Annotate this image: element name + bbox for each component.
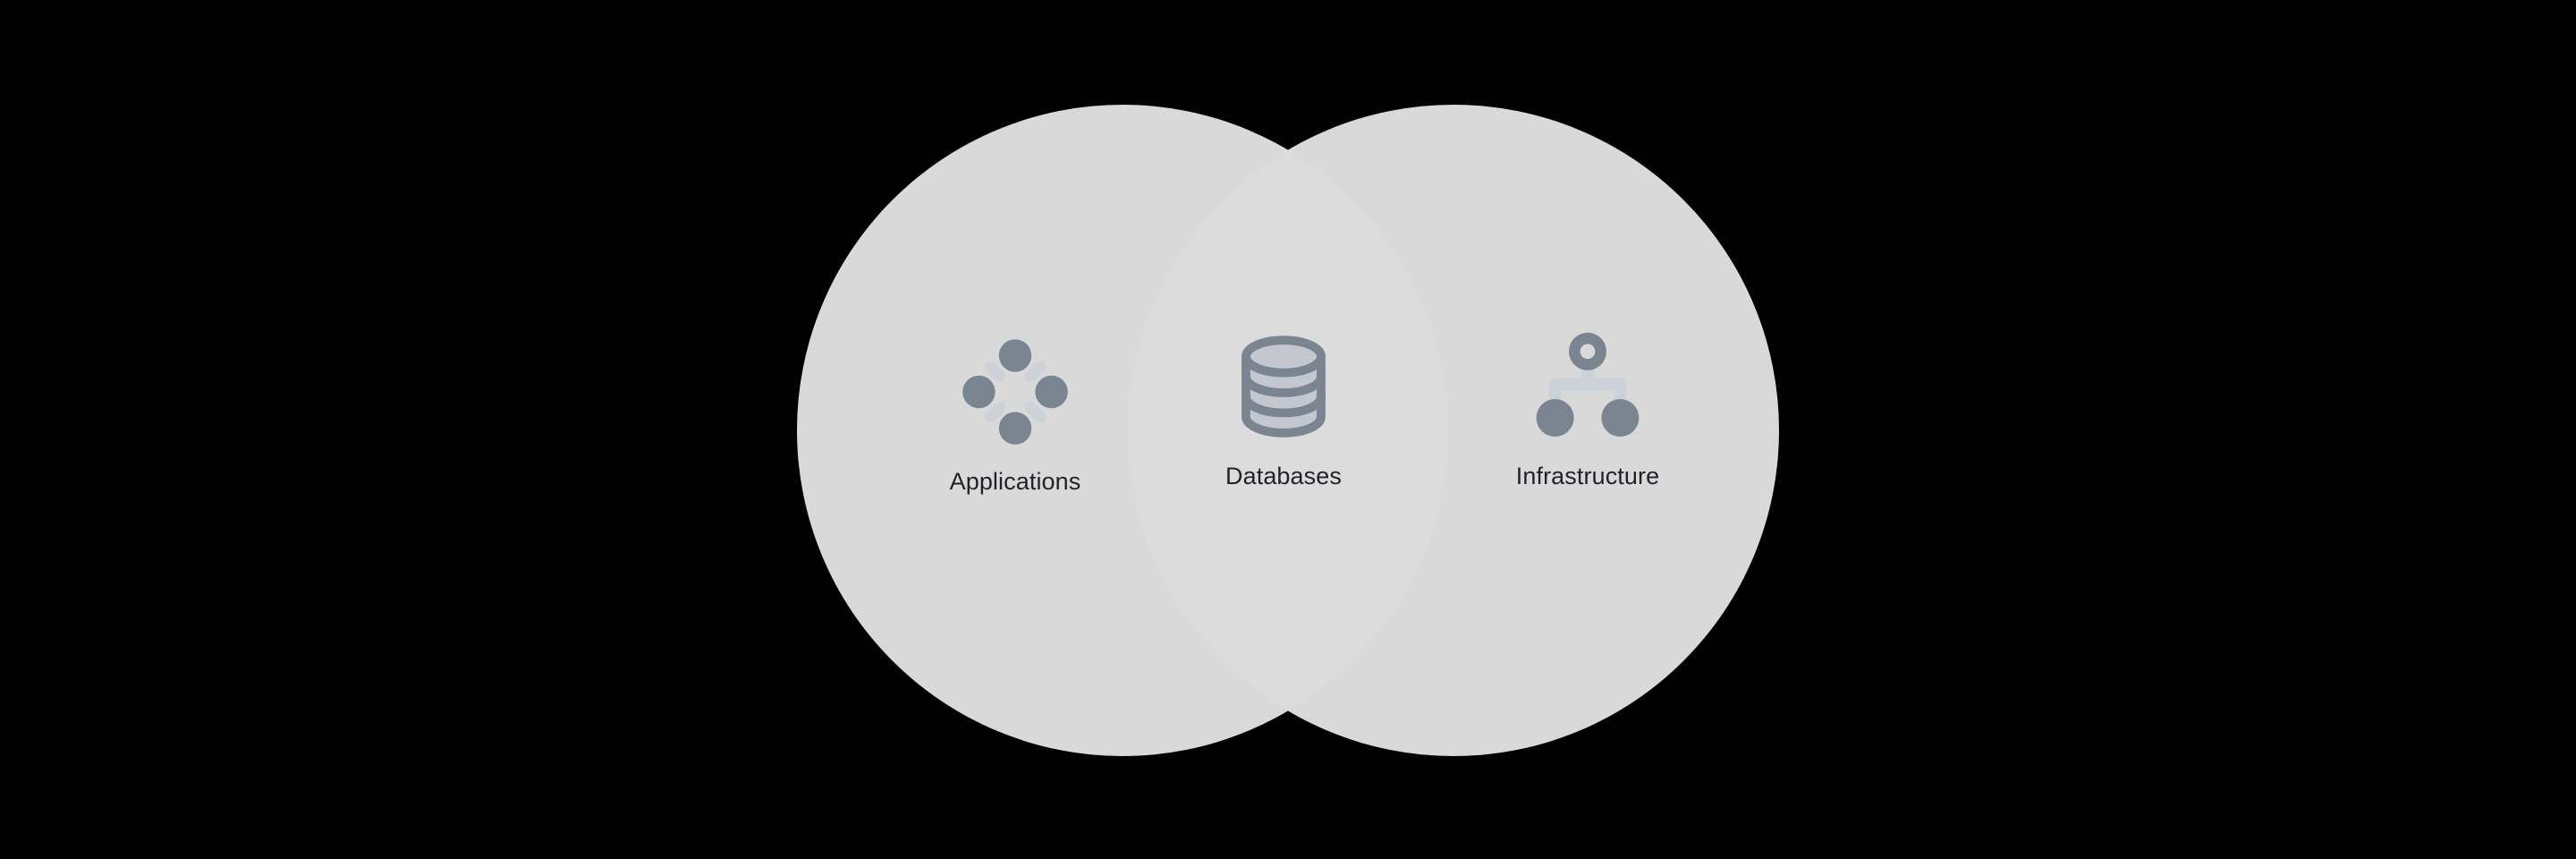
group-applications[interactable]: Applications xyxy=(868,329,1163,496)
group-label-applications: Applications xyxy=(949,468,1081,495)
group-label-databases: Databases xyxy=(1225,463,1342,489)
hierarchy-tree-icon xyxy=(1536,332,1640,437)
overlap-region xyxy=(1128,105,1448,756)
group-databases[interactable]: Databases xyxy=(1136,324,1431,490)
network-nodes-icon xyxy=(962,339,1068,445)
group-label-infrastructure: Infrastructure xyxy=(1515,463,1660,489)
group-infrastructure[interactable]: Infrastructure xyxy=(1440,324,1735,490)
database-cylinder-icon xyxy=(1241,336,1326,438)
